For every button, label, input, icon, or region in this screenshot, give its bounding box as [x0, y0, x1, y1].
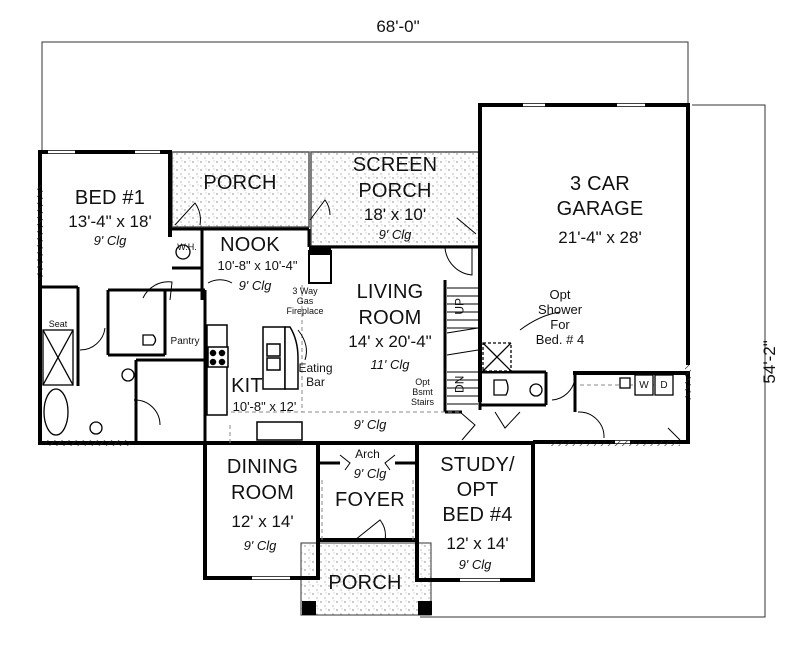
room-ceiling: 9' Clg [353, 466, 387, 481]
hatched-walls [37, 185, 691, 446]
overall-width-dimension: 68'-0" [376, 17, 420, 36]
room-size: 18' x 10' [363, 205, 427, 224]
arch-label: Arch [355, 447, 380, 461]
room-name-line1: 3 CAR [570, 173, 630, 195]
room-ceiling: 11' Clg [370, 357, 410, 372]
room-name: BED #1 [74, 187, 146, 209]
water-heater-label: W.H. [177, 242, 197, 252]
room-porch-rear: PORCH [203, 172, 277, 194]
bsmt-line2: Bsmt [412, 387, 433, 397]
room-ceiling: 9' Clg [243, 538, 277, 553]
washer-label: W [639, 380, 649, 391]
room-size: 10'-8" x 12' [232, 399, 297, 414]
pantry-label: Pantry [170, 336, 200, 347]
room-name-line1: LIVING [356, 281, 424, 303]
room-name-line2: PORCH [358, 180, 432, 202]
room-name-line2: GARAGE [556, 198, 644, 220]
door-swings [79, 199, 681, 541]
shower-line2: Shower [537, 302, 583, 317]
room-name: FOYER [335, 489, 405, 511]
room-name-line2: OPT [456, 479, 499, 501]
room-ceiling: 9' Clg [458, 557, 492, 572]
room-ceiling: 9' Clg [93, 233, 127, 248]
room-name-line1: SCREEN [352, 154, 438, 176]
hall-ceiling: 9' Clg [353, 417, 387, 432]
shower-line3: For [550, 317, 570, 332]
room-name: NOOK [220, 234, 280, 256]
room-name-line2: ROOM [358, 307, 422, 329]
stairs [446, 287, 479, 405]
room-size: 14' x 20'-4" [348, 332, 432, 351]
dryer-label: D [660, 380, 668, 391]
overall-depth-dimension: 54'-2" [760, 340, 780, 384]
room-size: 12' x 14' [231, 512, 294, 531]
eating-bar-line2: Bar [306, 375, 325, 389]
eating-bar-line1: Eating [298, 361, 333, 375]
bath-fixtures [42, 244, 674, 436]
room-size: 13'-4" x 18' [68, 212, 152, 231]
room-ceiling: 9' Clg [378, 227, 412, 242]
dimension-lines [41, 41, 766, 618]
bsmt-line1: Opt [415, 377, 430, 387]
interior-walls [40, 227, 577, 465]
room-name-line1: DINING [226, 456, 299, 478]
fireplace-line3: Fireplace [286, 306, 324, 316]
room-ceiling: 9' Clg [238, 278, 272, 293]
room-name-line1: STUDY/ [440, 454, 515, 476]
bsmt-line3: Stairs [410, 397, 434, 407]
room-size: 12' x 14' [446, 534, 509, 553]
room-porch-front: PORCH [328, 572, 402, 594]
stairs-down-label: DN [452, 375, 467, 393]
room-name: KIT [231, 375, 263, 397]
shower-line4: Bed. # 4 [535, 332, 585, 347]
kitchen-fixtures [206, 324, 303, 441]
room-name-line2: ROOM [230, 482, 295, 504]
fireplace-line2: Gas [296, 296, 314, 306]
porch-posts [302, 247, 432, 615]
fireplace-line1: 3 Way [292, 286, 318, 296]
room-size: 10'-8" x 10'-4" [217, 258, 298, 273]
seat-label: Seat [48, 319, 68, 329]
room-name-line3: BED #4 [442, 504, 513, 526]
shower-line1: Opt [549, 287, 571, 302]
stairs-up-label: UP [452, 297, 467, 315]
room-size: 21'-4" x 28' [558, 228, 642, 247]
